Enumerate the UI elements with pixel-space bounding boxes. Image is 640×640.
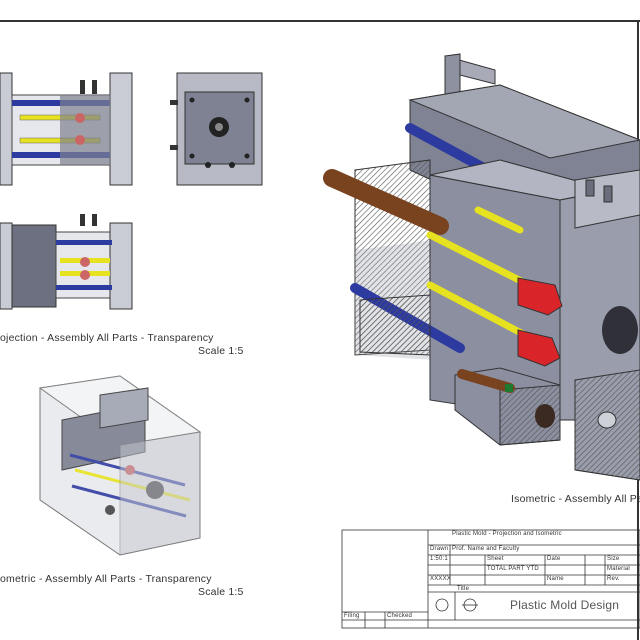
- tb-filing-label: Filing: [344, 613, 360, 619]
- transparent-isometric-view: [38, 375, 202, 556]
- tb-size-field: Size: [607, 556, 620, 562]
- iso-transparent-scale: Scale 1:5: [198, 586, 244, 598]
- sheet-border-top: [0, 20, 640, 22]
- main-isometric-view: [323, 53, 640, 481]
- iso-transparent-caption: ometric - Assembly All Parts - Transpare…: [0, 573, 212, 585]
- tb-part-field: TOTAL PART YTD: [487, 566, 539, 572]
- tb-scale-value: 1:50:1: [430, 556, 448, 562]
- tb-project-line: Plastic Mold - Projection and Isometric: [452, 531, 562, 537]
- tb-revision-field: Rev.: [607, 576, 620, 582]
- tb-drawn-line: Prof. Name and Faculty: [452, 546, 520, 552]
- iso-main-caption: Isometric - Assembly All Parts: [511, 493, 640, 505]
- tb-date-field: Date: [547, 556, 561, 562]
- front-projection-view: [0, 72, 133, 186]
- tb-checked-label: Checked: [387, 613, 413, 619]
- projection-caption: ojection - Assembly All Parts - Transpar…: [0, 332, 214, 344]
- projection-scale: Scale 1:5: [198, 345, 244, 357]
- tb-sheet-field: Sheet: [487, 556, 504, 562]
- tb-company-field: XXXXX: [430, 576, 452, 582]
- tb-title-label: Title: [457, 586, 470, 592]
- title-block: [341, 529, 640, 629]
- tb-drawn-label: Drawn: [430, 546, 449, 552]
- tb-material-field: Material: [607, 566, 630, 572]
- tb-drawing-title: Plastic Mold Design: [510, 598, 620, 612]
- tb-name-field: Name: [547, 576, 564, 582]
- side-view: [0, 214, 133, 310]
- top-view: [170, 72, 263, 186]
